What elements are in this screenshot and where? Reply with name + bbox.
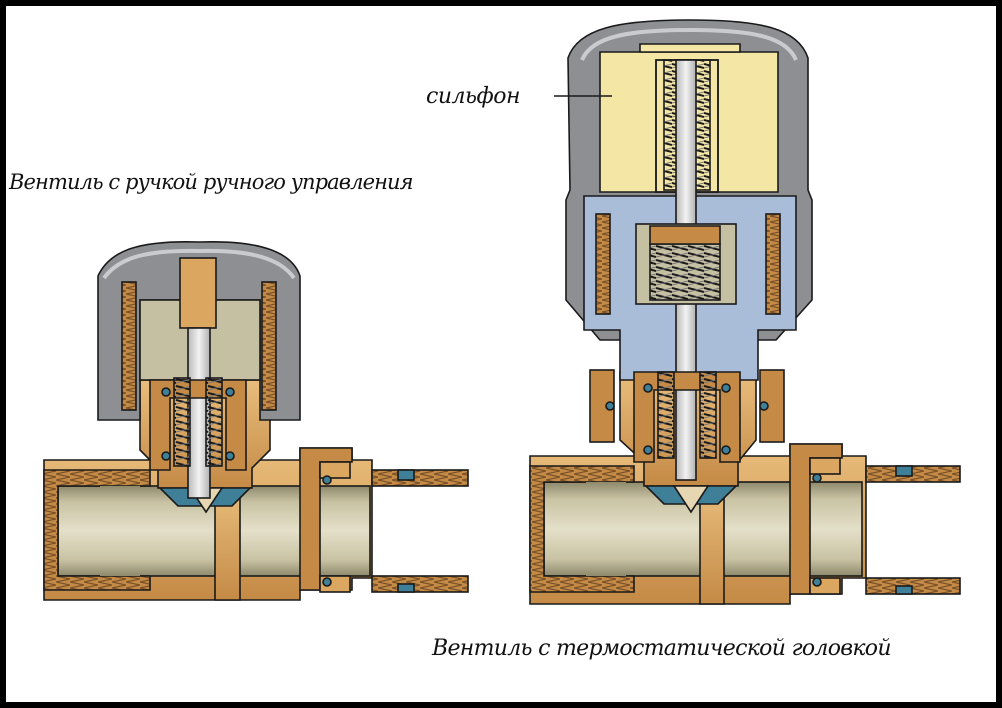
thermostatic-valve-caption: Вентиль с термостатической головкой [432, 636, 892, 661]
bellows-label: сильфон [426, 84, 520, 109]
manual-valve-diagram [43, 240, 469, 601]
manual-valve-caption: Вентиль с ручкой ручного управления [9, 170, 414, 194]
thermostatic-valve-diagram [529, 19, 961, 605]
